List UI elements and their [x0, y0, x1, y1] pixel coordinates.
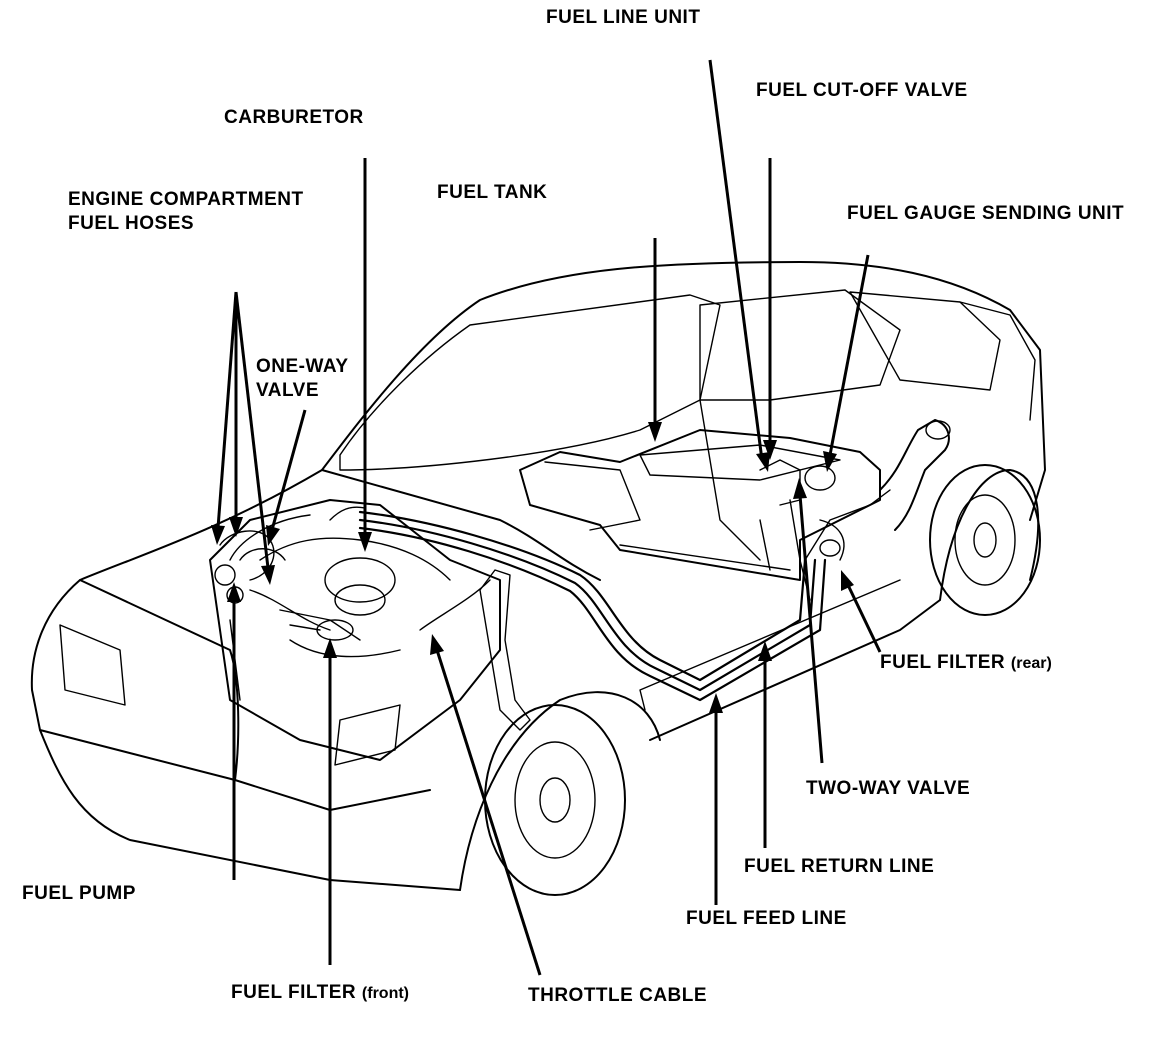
label-fuel-pump: FUEL PUMP	[22, 883, 136, 904]
label-one-way-valve-line2: VALVE	[256, 380, 320, 401]
label-fuel-feed-line: FUEL FEED LINE	[686, 908, 847, 929]
label-engine-hoses-line1: ENGINE COMPARTMENT	[68, 189, 304, 210]
leader-lines	[211, 59, 882, 976]
label-fuel-tank: FUEL TANK	[437, 182, 548, 203]
tank-components	[759, 459, 845, 601]
car-body-outline	[30, 261, 1046, 896]
filler-neck-shape	[879, 419, 951, 531]
label-fuel-filter-rear-text: FUEL FILTER	[880, 652, 1006, 673]
label-fuel-filter-front-text: FUEL FILTER	[231, 982, 357, 1003]
label-carburetor: CARBURETOR	[224, 107, 364, 128]
label-fuel-return-line: FUEL RETURN LINE	[744, 856, 935, 877]
label-fuel-gauge-sending-unit: FUEL GAUGE SENDING UNIT	[847, 203, 1125, 224]
label-fuel-filter-front: FUEL FILTER (front)	[231, 981, 409, 1006]
label-fuel-line-unit: FUEL LINE UNIT	[546, 7, 701, 28]
label-fuel-filter-front-qualifier: (front)	[361, 985, 409, 1002]
label-one-way-valve-line1: ONE-WAY	[256, 356, 349, 377]
label-throttle-cable: THROTTLE CABLE	[528, 985, 708, 1006]
fuel-line-bundle	[358, 489, 891, 702]
label-fuel-cutoff-valve: FUEL CUT-OFF VALVE	[756, 80, 968, 101]
label-engine-hoses-line2: FUEL HOSES	[68, 213, 195, 234]
label-two-way-valve: TWO-WAY VALVE	[806, 778, 971, 799]
label-fuel-filter-rear: FUEL FILTER (rear)	[880, 651, 1052, 676]
label-fuel-filter-rear-qualifier: (rear)	[1010, 655, 1052, 672]
engine-assembly	[209, 499, 531, 761]
